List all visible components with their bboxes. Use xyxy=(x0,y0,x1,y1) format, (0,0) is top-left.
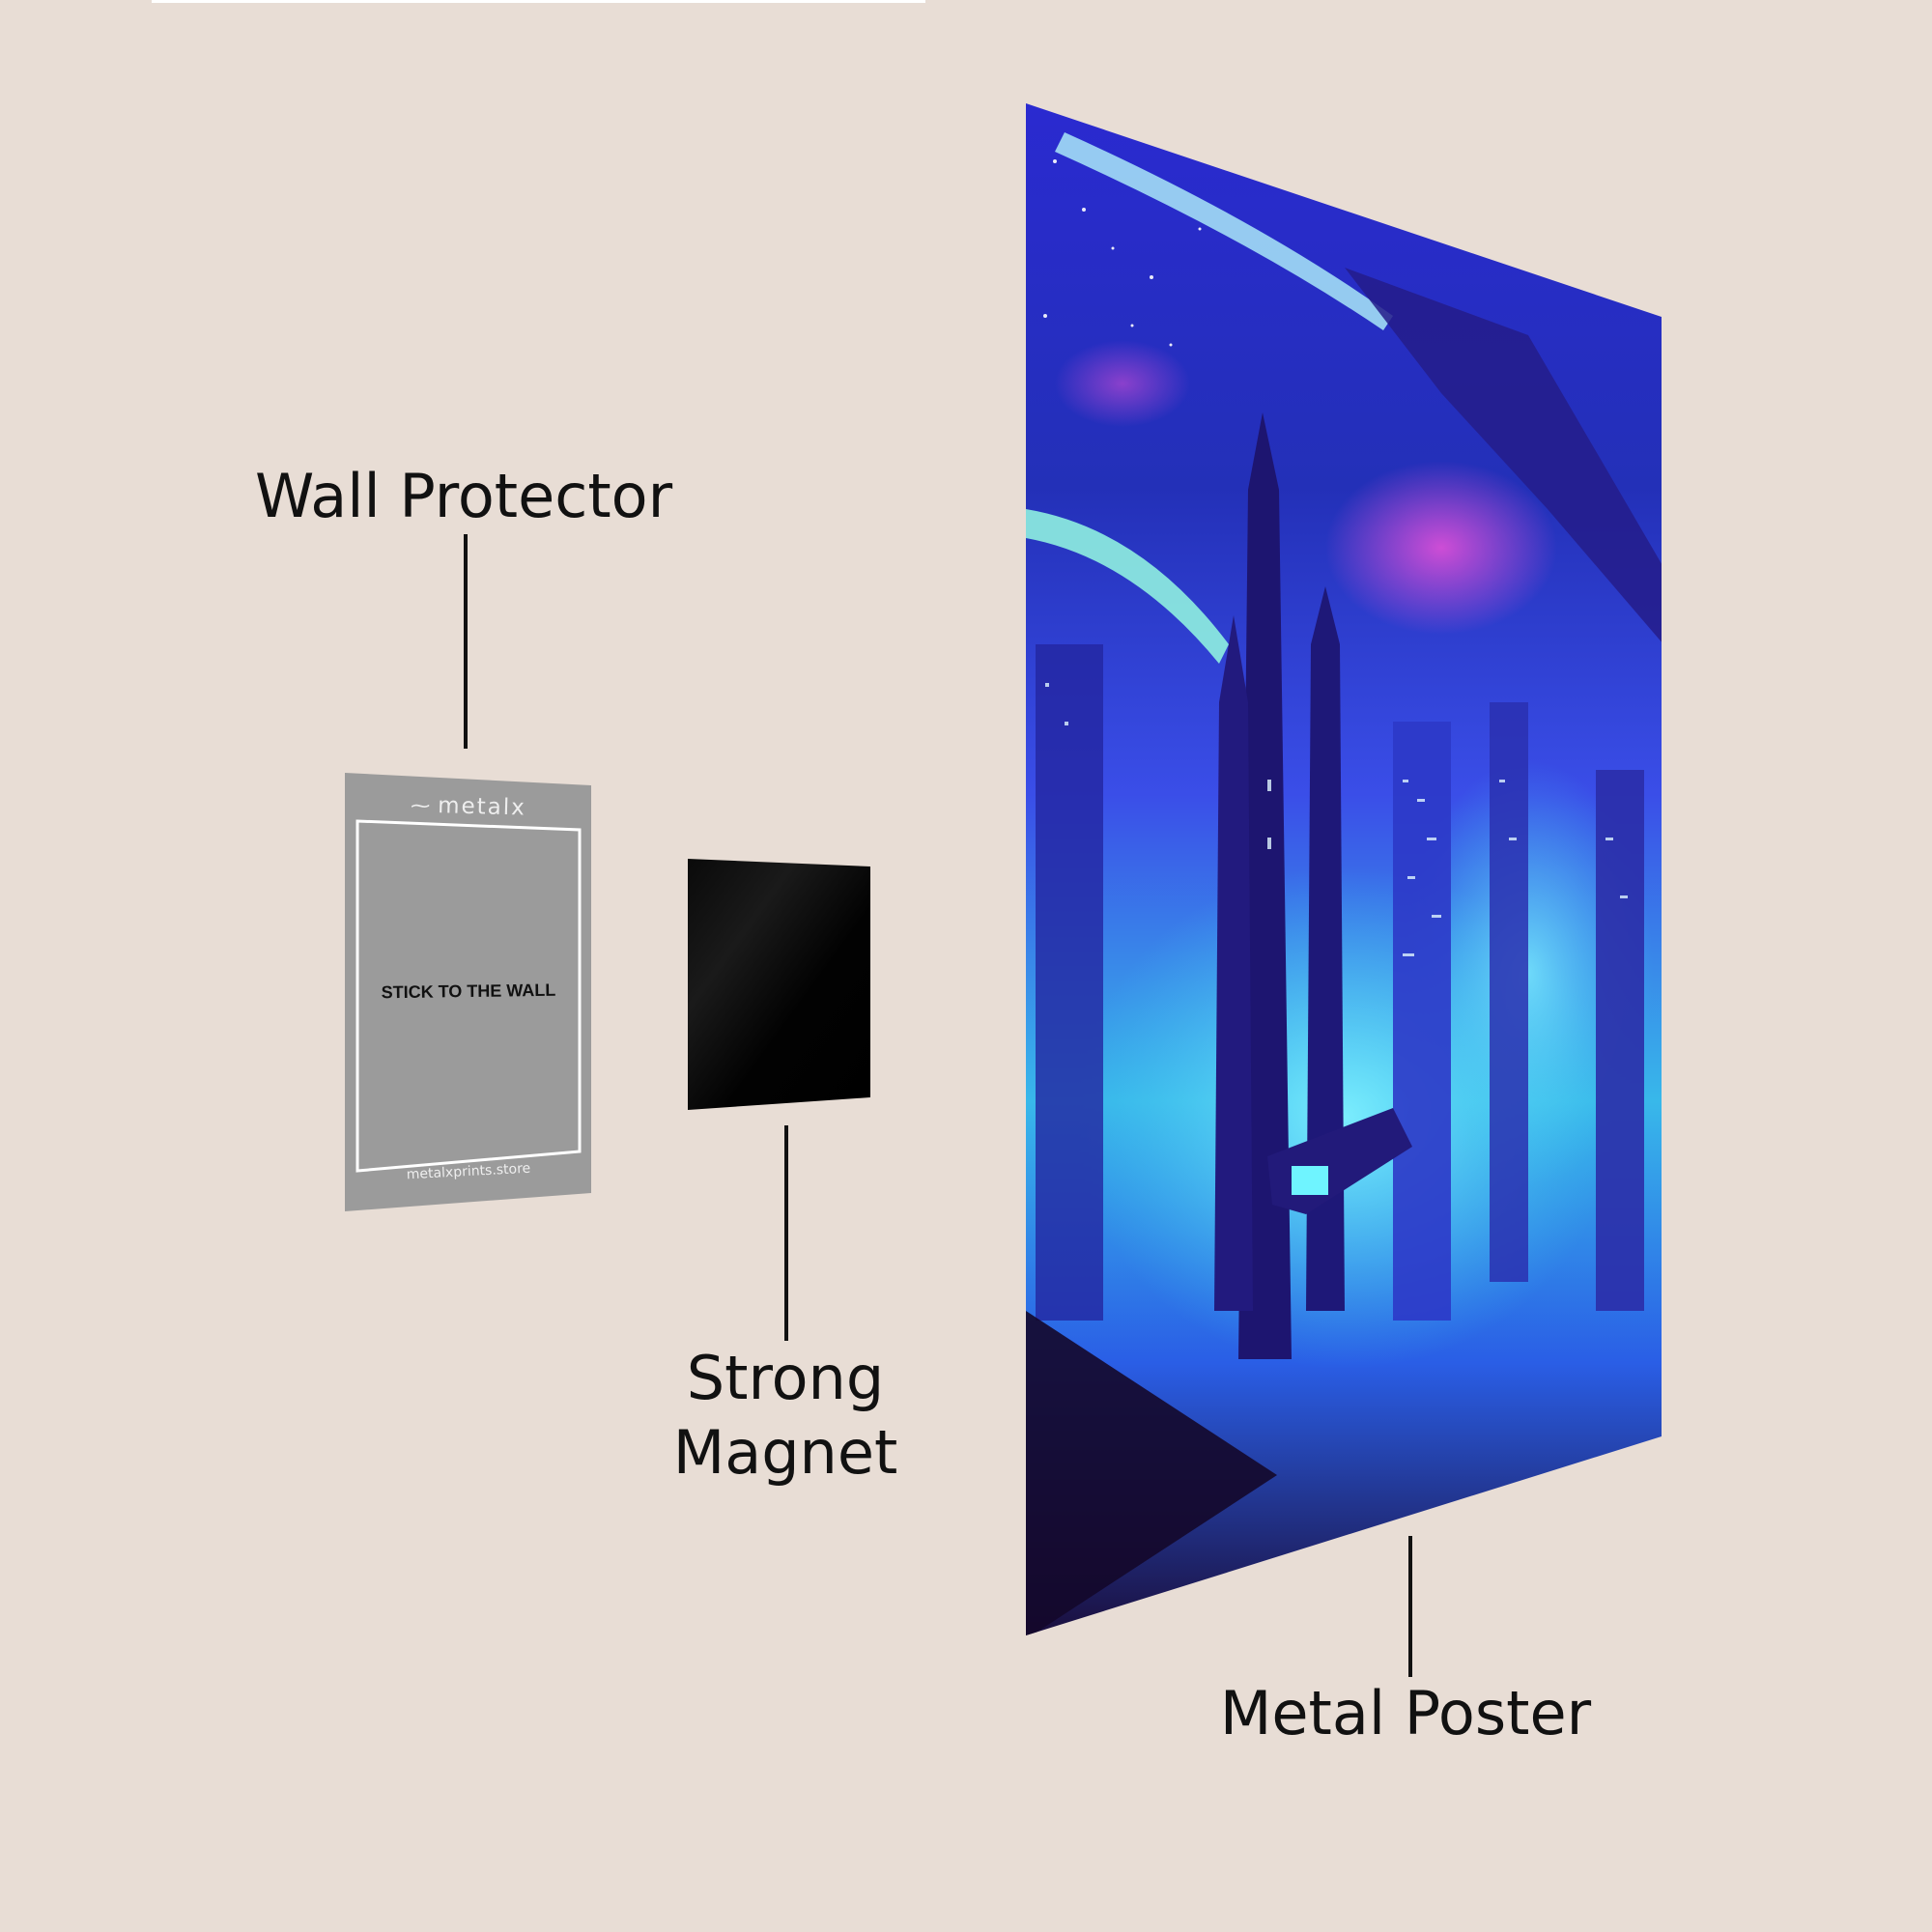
cyberpunk-city-artwork xyxy=(1026,103,1662,1635)
strong-magnet xyxy=(688,859,871,1112)
metalx-brand-text: metalx xyxy=(437,793,527,821)
stick-to-wall-text: STICK TO THE WALL xyxy=(381,980,556,1003)
metal-poster-leader-line xyxy=(1408,1536,1412,1677)
top-edge-bar xyxy=(152,0,925,3)
metalx-logo-icon: ⁓ xyxy=(410,793,433,818)
wall-protector-sheet: ⁓metalx STICK TO THE WALL metalxprints.s… xyxy=(345,773,592,1212)
strong-magnet-label-line1: Strong xyxy=(686,1343,885,1413)
metal-poster xyxy=(1026,103,1663,1639)
strong-magnet-label-line2: Magnet xyxy=(672,1417,898,1488)
metal-poster-label: Metal Poster xyxy=(1219,1678,1592,1748)
wall-protector-leader-line xyxy=(464,534,468,749)
wall-protector-label: Wall Protector xyxy=(254,461,673,531)
wall-protector-shape xyxy=(345,773,591,1211)
strong-magnet-leader-line xyxy=(784,1125,788,1341)
